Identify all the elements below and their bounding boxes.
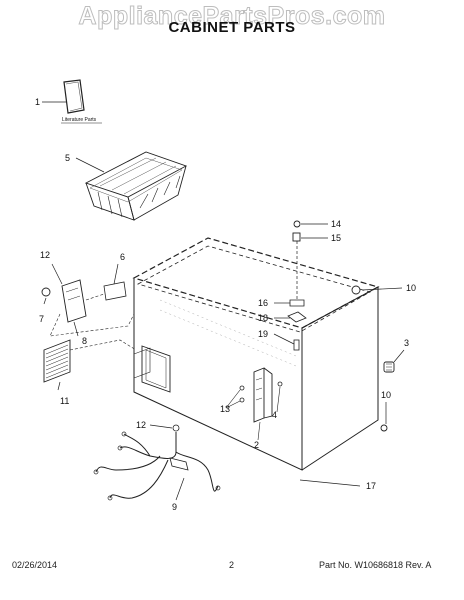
callout-19: 19: [258, 329, 268, 339]
hinge-hardware: [273, 299, 307, 351]
watermark: AppliancePartsPros.com: [78, 2, 386, 31]
callout-13: 13: [220, 404, 230, 414]
callout-16: 16: [258, 298, 268, 308]
callout-18: 18: [258, 313, 268, 323]
callout-1: 1: [35, 97, 40, 107]
hinge: [225, 367, 283, 441]
basket: [75, 151, 188, 221]
footer-date: 02/26/2014: [12, 560, 58, 570]
plug-lower: [380, 402, 388, 432]
callout-12-upper: 12: [40, 250, 50, 260]
callout-10-lower: 10: [381, 390, 391, 400]
callout-5: 5: [65, 153, 70, 163]
callout-3: 3: [404, 338, 409, 348]
callout-11: 11: [60, 396, 69, 406]
callout-4: 4: [272, 410, 277, 420]
drain-screw-assembly: [292, 220, 328, 300]
cabinet: [132, 237, 380, 487]
callout-7: 7: [39, 314, 44, 324]
literature-caption: Literature Parts: [62, 117, 97, 123]
control-housing: [41, 263, 135, 337]
wire-harness: [93, 424, 221, 501]
footer-part-number: Part No. W10686818 Rev. A: [319, 560, 432, 570]
literature-parts: [42, 79, 102, 124]
callout-2: 2: [254, 440, 259, 450]
callout-9: 9: [172, 502, 177, 512]
page-title: CABINET PARTS: [168, 19, 296, 36]
vent-grille: [43, 339, 137, 391]
callout-8: 8: [82, 336, 87, 346]
callout-17: 17: [366, 481, 376, 491]
callout-15: 15: [331, 233, 341, 243]
callout-12-lower: 12: [136, 420, 146, 430]
callout-14: 14: [331, 219, 341, 229]
callout-6: 6: [120, 252, 125, 262]
footer-page-number: 2: [229, 560, 235, 570]
callout-10-upper: 10: [406, 283, 416, 293]
plug-upper: [351, 285, 403, 295]
leveling-leg: [383, 349, 405, 373]
